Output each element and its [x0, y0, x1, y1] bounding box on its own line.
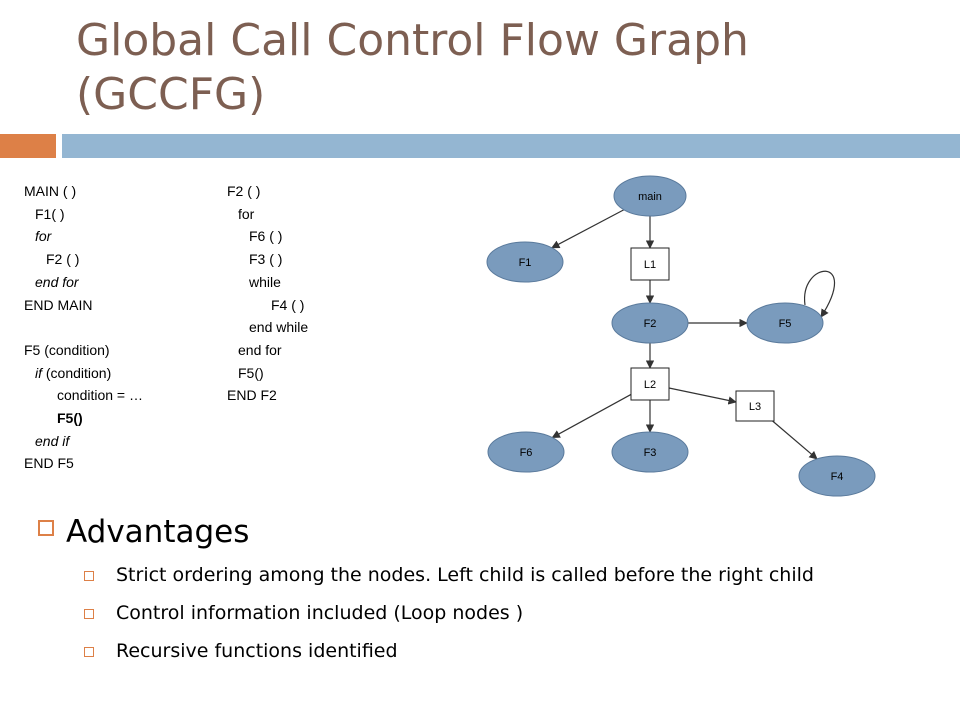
code-listing-f2: F2 ( ) for F6 ( ) F3 ( ) while F4 ( ) end whil… — [227, 180, 308, 407]
node-shape — [746, 302, 824, 344]
node-label: F3 — [644, 447, 657, 459]
node-label: F4 — [831, 471, 844, 483]
code-line: F5() — [57, 410, 83, 427]
code-line: F3 ( ) — [249, 251, 283, 268]
node-f1: F1 — [486, 241, 564, 283]
node-label: main — [638, 191, 662, 203]
code-line: end while — [249, 319, 309, 336]
node-label: F5 — [779, 318, 792, 330]
advantage-text: Control information included (Loop nodes… — [116, 602, 524, 624]
advantage-text: Recursive functions identified — [116, 640, 398, 662]
edge-l3-to-f4 — [772, 420, 818, 460]
title-accent-bar — [0, 134, 56, 158]
node-label: L3 — [749, 401, 761, 413]
code-line: END MAIN — [24, 296, 93, 313]
node-shape — [611, 302, 689, 344]
code-line: for — [35, 228, 52, 245]
code-line: if (condition) — [35, 364, 112, 381]
node-shape — [630, 367, 670, 401]
node-label: F6 — [520, 447, 533, 459]
code-line: F2 ( ) — [227, 183, 261, 199]
code-line: F1( ) — [35, 205, 65, 222]
edge-main-to-f1 — [551, 209, 625, 249]
code-line: while — [249, 273, 281, 290]
code-line: for — [238, 205, 255, 222]
advantage-item: Recursive functions identified — [84, 640, 844, 662]
advantage-item: Control information included (Loop nodes… — [84, 602, 844, 624]
code-line: end for — [35, 273, 79, 290]
edge-l2-to-l3 — [668, 387, 737, 405]
node-f4: F4 — [798, 455, 876, 497]
node-f5: F5 — [746, 302, 824, 344]
node-shape — [735, 390, 775, 422]
code-line: end for — [238, 341, 282, 358]
node-shape — [487, 431, 565, 473]
advantage-item: Strict ordering among the nodes. Left ch… — [84, 564, 844, 586]
advantage-text: Strict ordering among the nodes. Left ch… — [116, 564, 814, 586]
node-f2: F2 — [611, 302, 689, 344]
slide-title: Global Call Control Flow Graph (GCCFG) — [76, 15, 749, 120]
node-label: L2 — [644, 379, 656, 391]
node-shape — [798, 455, 876, 497]
bullet-square-icon — [84, 647, 94, 657]
code-line: END F5 — [24, 455, 74, 472]
node-label: L1 — [644, 259, 656, 271]
node-label: F2 — [644, 318, 657, 330]
node-l1: L1 — [630, 247, 670, 281]
title-divider-bar — [62, 134, 960, 158]
code-line: condition = … — [57, 387, 143, 404]
bullet-square-icon — [38, 520, 54, 536]
node-l3: L3 — [735, 390, 775, 422]
edge-l2-to-f6 — [551, 393, 632, 439]
node-f6: F6 — [487, 431, 565, 473]
node-shape — [613, 175, 687, 217]
bullet-square-icon — [84, 609, 94, 619]
code-line: end if — [35, 432, 70, 449]
code-line: F6 ( ) — [249, 228, 283, 245]
node-main: main — [613, 175, 687, 217]
node-f3: F3 — [611, 431, 689, 473]
code-line: F5 (condition) — [24, 341, 110, 358]
advantages-heading-text: Advantages — [66, 514, 250, 550]
node-shape — [630, 247, 670, 281]
advantages-heading: Advantages — [38, 514, 249, 550]
bullet-square-icon — [84, 571, 94, 581]
node-shape — [611, 431, 689, 473]
edge-f5-to-f5 — [804, 270, 835, 318]
node-label: F1 — [519, 257, 532, 269]
code-line: F5() — [238, 364, 264, 381]
code-line: F2 ( ) — [46, 251, 80, 268]
code-line: MAIN ( ) — [24, 183, 77, 199]
advantages-list: Strict ordering among the nodes. Left ch… — [84, 564, 844, 678]
code-line: END F2 — [227, 387, 277, 404]
node-l2: L2 — [630, 367, 670, 401]
code-line: F4 ( ) — [271, 296, 305, 313]
node-shape — [486, 241, 564, 283]
